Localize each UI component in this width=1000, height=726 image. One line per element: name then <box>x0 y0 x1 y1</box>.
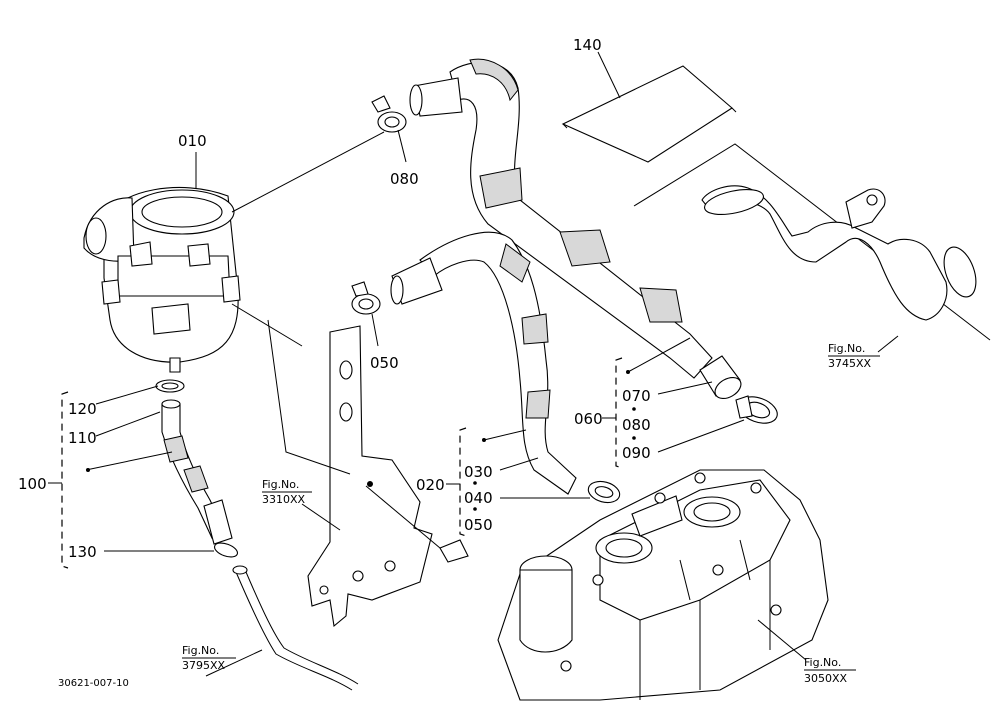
label-120: 120 <box>68 400 97 418</box>
leader-lines <box>85 152 745 677</box>
hose-upper <box>409 58 742 400</box>
fig-3745-line1: Fig.No. <box>828 342 865 355</box>
label-050-clamp: 050 <box>370 354 399 372</box>
clamp-090 <box>735 395 778 424</box>
engine-cover-3050 <box>497 469 829 701</box>
fig-3795-line1: Fig.No. <box>182 644 219 657</box>
part-labels: 140 010 080 050 070 060 080 090 120 110 … <box>18 36 651 561</box>
drawing-code: 30621-007-10 <box>58 678 129 689</box>
clamp-050 <box>351 281 381 347</box>
part-140-sheet <box>561 51 737 163</box>
fig-3310-line2: 3310XX <box>262 493 306 506</box>
label-010: 010 <box>178 132 207 150</box>
label-030: 030 <box>464 463 493 481</box>
fig-3050-line2: 3050XX <box>804 672 848 685</box>
label-070: 070 <box>622 387 651 405</box>
clamp-080 <box>371 95 407 163</box>
label-080-group: 080 <box>622 416 651 434</box>
label-060: 060 <box>574 410 603 428</box>
part-010-air-cleaner <box>83 131 385 475</box>
group-brackets <box>48 357 636 569</box>
fig-3050-line1: Fig.No. <box>804 656 841 669</box>
fig-3795-line2: 3795XX <box>182 659 226 672</box>
label-050-group: 050 <box>464 516 493 534</box>
label-130: 130 <box>68 543 97 561</box>
bracket-3310 <box>307 325 469 628</box>
label-040: 040 <box>464 489 493 507</box>
fig-3310-line1: Fig.No. <box>262 478 299 491</box>
hose-lower <box>390 231 577 495</box>
label-080-clamp: 080 <box>390 170 419 188</box>
label-110: 110 <box>68 429 97 447</box>
breather-hose-100 <box>155 379 359 691</box>
fig-3745-line2: 3745XX <box>828 357 872 370</box>
label-100: 100 <box>18 475 47 493</box>
figure-references: Fig.No. 3310XX Fig.No. 3745XX Fig.No. 37… <box>182 342 880 685</box>
clamp-040 <box>587 480 621 504</box>
fig-3745-panel <box>633 143 991 353</box>
label-020: 020 <box>416 476 445 494</box>
label-140: 140 <box>573 36 602 54</box>
label-090: 090 <box>622 444 651 462</box>
